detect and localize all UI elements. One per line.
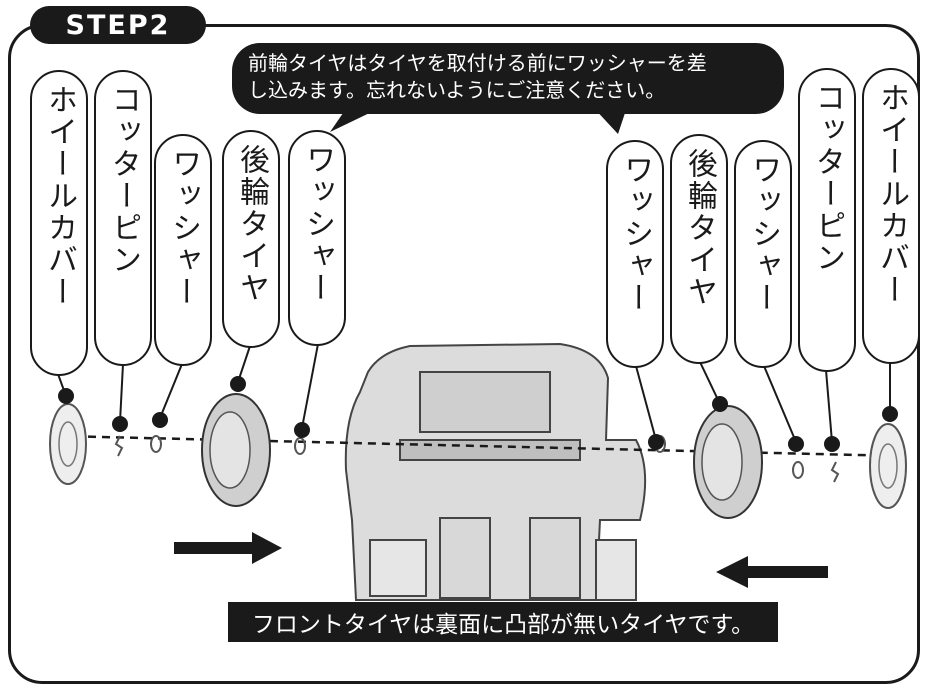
wheel-cover-left	[49, 403, 87, 485]
wheel-cover-right	[869, 423, 907, 509]
label-washer-right-outer: ワッシャー	[734, 140, 792, 368]
note-line-2: し込みます。忘れないようにご注意ください。	[248, 78, 666, 102]
label-cotter-pin-right: コッターピン	[798, 68, 856, 372]
washer-left-inner	[294, 437, 306, 455]
label-wheel-cover-right: ホイールカバー	[862, 68, 920, 364]
cotter-pin-right	[830, 461, 840, 483]
washer-right-outer	[792, 461, 804, 479]
label-washer-left-inner: ワッシャー	[288, 130, 346, 346]
marker-dots	[58, 376, 898, 452]
note-bubble: 前輪タイヤはタイヤを取付ける前にワッシャーを差 し込みます。忘れないようにご注意…	[232, 43, 784, 114]
label-rear-tire-left: 後輪タイヤ	[222, 130, 280, 348]
label-washer-right-inner: ワッシャー	[606, 140, 664, 368]
car-body	[344, 342, 647, 601]
rear-tire-right	[693, 405, 763, 519]
cotter-pin-left	[114, 435, 124, 457]
arrow-left	[716, 556, 828, 588]
step-label: STEP2	[30, 6, 206, 44]
rear-tire-left	[201, 393, 271, 507]
arrow-right	[174, 532, 282, 564]
note-line-1: 前輪タイヤはタイヤを取付ける前にワッシャーを差	[248, 51, 707, 75]
label-wheel-cover-left: ホイールカバー	[30, 70, 88, 376]
label-cotter-pin-left: コッターピン	[94, 70, 152, 366]
leader-lines	[57, 343, 891, 443]
assembly-illustration	[49, 100, 907, 601]
label-rear-tire-right: 後輪タイヤ	[670, 134, 728, 364]
label-washer-left-outer: ワッシャー	[154, 134, 212, 366]
bottom-caption: フロントタイヤは裏面に凸部が無いタイヤです。	[228, 602, 778, 642]
washer-left-outer	[150, 435, 162, 453]
